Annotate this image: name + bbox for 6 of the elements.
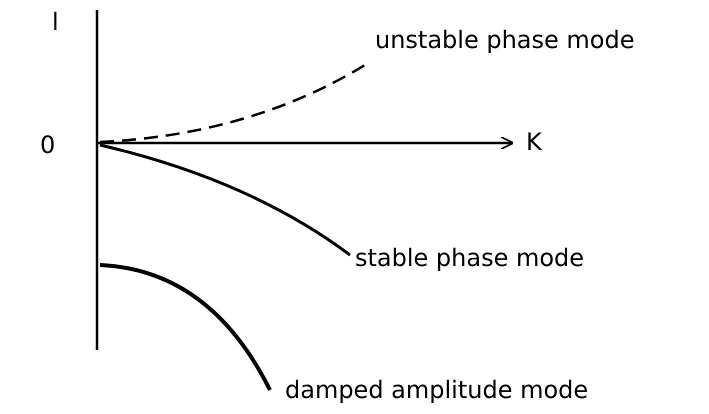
curve-label: unstable phase mode <box>375 26 634 54</box>
axis-label: l <box>52 8 59 36</box>
curve-label: damped amplitude mode <box>285 376 588 404</box>
axis-label: K <box>526 128 542 156</box>
curve-label: stable phase mode <box>355 244 584 272</box>
origin-label: 0 <box>40 131 56 159</box>
